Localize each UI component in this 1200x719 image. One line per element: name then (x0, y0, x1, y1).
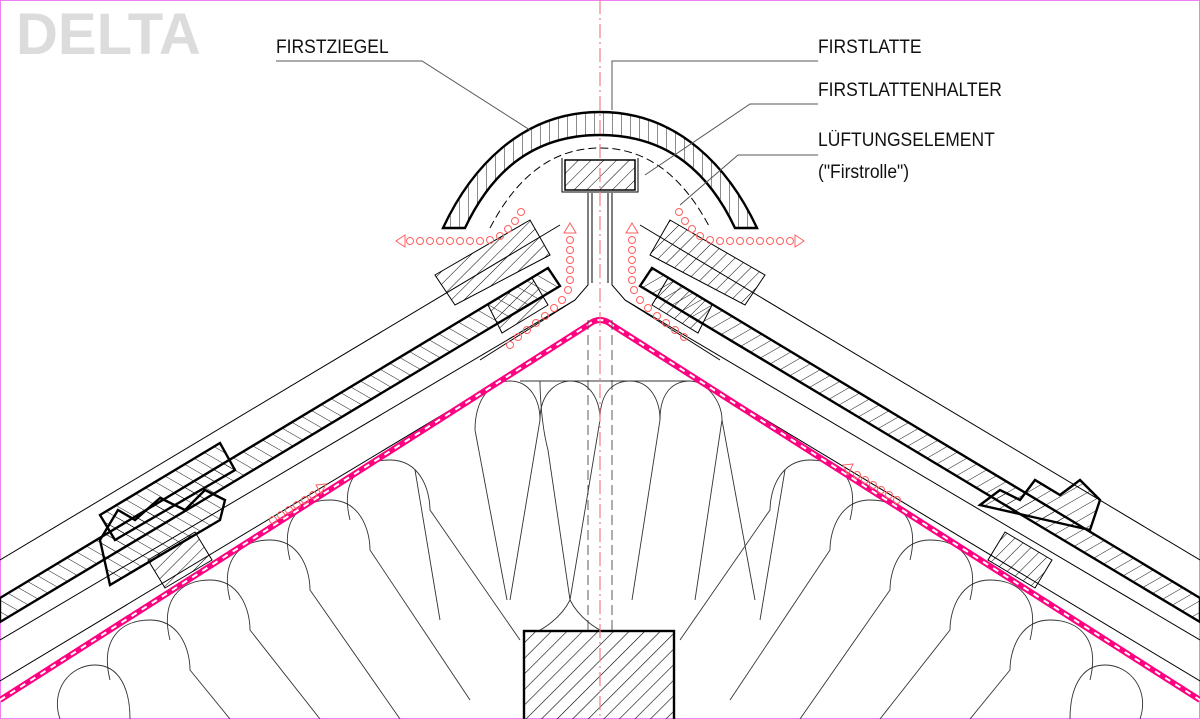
label-firstlatte: FIRSTLATTE (818, 37, 922, 58)
label-lueftungselement: LÜFTUNGSELEMENT (818, 130, 995, 151)
label-firstziegel: FIRSTZIEGEL (276, 37, 389, 58)
insulation (56, 380, 1144, 719)
ridge-tile (441, 110, 759, 230)
label-firstlattenhalter: FIRSTLATTENHALTER (818, 80, 1002, 101)
label-lueftungselement-sub: ("Firstrolle") (818, 162, 910, 183)
roof-tiles-right (638, 266, 1200, 624)
ridge-batten-holder (479, 193, 721, 361)
ridge-beam (522, 629, 676, 719)
delta-logo: DELTA (16, 2, 201, 67)
roof-battens (147, 277, 1053, 589)
ventilation-element (434, 219, 766, 306)
airflow-arrows (269, 208, 901, 524)
leader-lines (276, 60, 818, 206)
guide-lines (587, 320, 613, 630)
roof-tiles-left (0, 266, 562, 624)
